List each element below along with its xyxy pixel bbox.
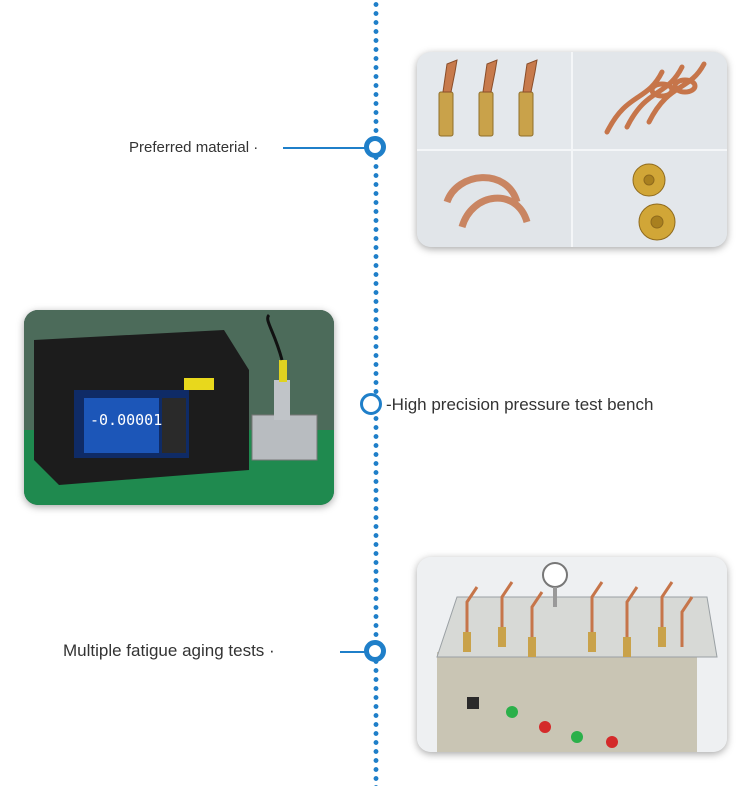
item-label-preferred-material: Preferred material · bbox=[129, 139, 259, 156]
device-display-value: -0.00001 bbox=[90, 411, 162, 429]
fatigue-test-machine-photo-card bbox=[417, 557, 727, 752]
fatigue-test-machine-photo bbox=[417, 557, 727, 752]
material-photo bbox=[417, 52, 727, 247]
connector-line bbox=[283, 147, 365, 149]
material-photo-card bbox=[417, 52, 727, 247]
timeline-node bbox=[364, 136, 386, 158]
connector-line bbox=[340, 651, 365, 653]
item-label-fatigue-aging-tests: Multiple fatigue aging tests · bbox=[63, 641, 275, 660]
pressure-test-bench-photo: -0.00001 bbox=[24, 310, 334, 505]
timeline-node bbox=[364, 640, 386, 662]
item-label-pressure-test-bench: -High precision pressure test bench bbox=[386, 395, 654, 414]
pressure-test-bench-photo-card: -0.00001 bbox=[24, 310, 334, 505]
timeline-node bbox=[360, 393, 382, 415]
timeline-dotted-line bbox=[373, 0, 379, 786]
